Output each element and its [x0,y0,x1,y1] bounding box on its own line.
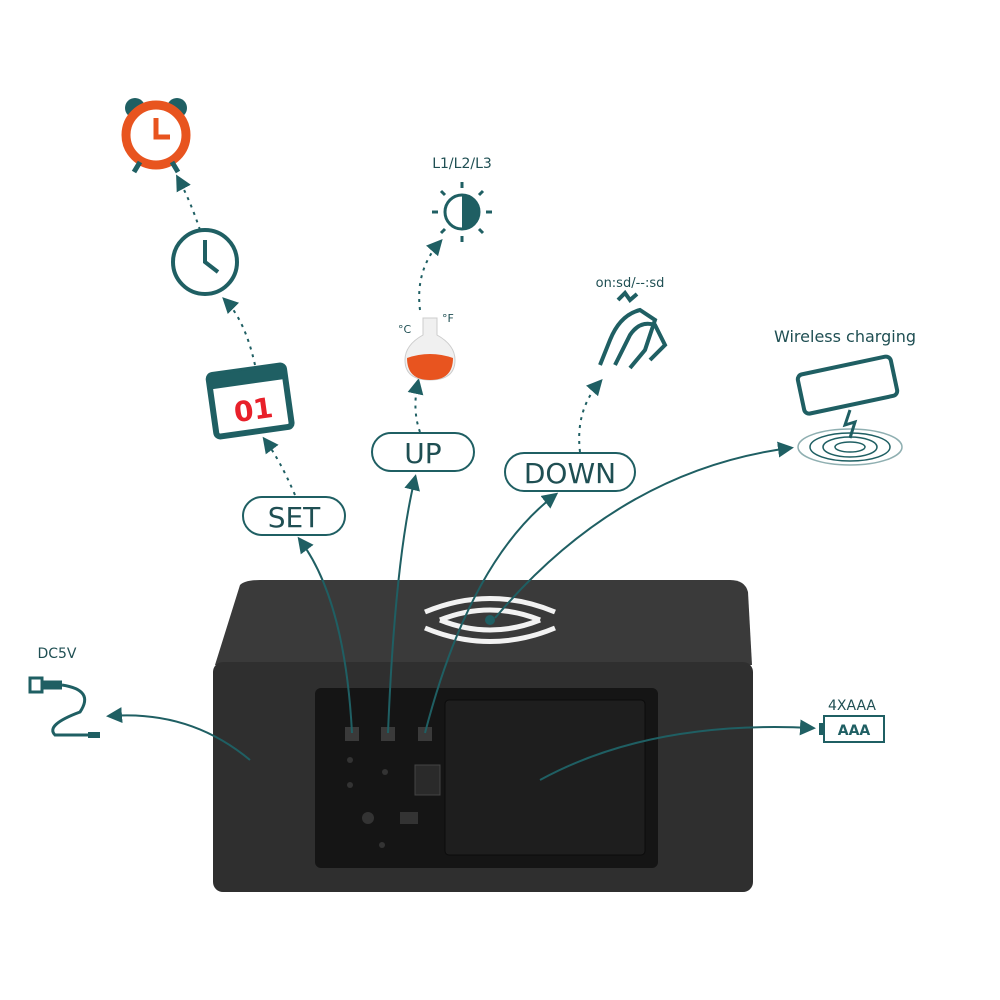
fahrenheit-label: °F [442,312,454,325]
down-label: DOWN [524,457,616,490]
calendar-icon: 01 [205,362,295,440]
down-button[interactable]: DOWN [504,452,636,492]
dc5v-label: DC5V [37,646,76,662]
set-button[interactable]: SET [242,496,346,536]
sound-control-label: on:sd/--:sd [596,276,665,291]
battery-count-label: 4XAAA [828,698,876,714]
set-label: SET [268,501,321,534]
alarm-clock-icon [121,98,191,174]
dotted-arrows [176,174,603,496]
top-charging-rings [424,596,556,644]
thermometer-flask-icon: °C °F [398,312,456,381]
up-key[interactable] [381,727,395,741]
down-key[interactable] [418,727,432,741]
brightness-icon [432,182,492,242]
phone-charging-icon [795,354,903,466]
up-label: UP [404,437,441,470]
up-button[interactable]: UP [371,432,475,472]
battery-icon: AAA [819,715,885,743]
clap-hands-icon [598,289,668,370]
usb-cable-icon [28,676,100,738]
date-text: 01 [232,391,275,429]
connector-lines [106,441,816,781]
brightness-levels-label: L1/L2/L3 [432,156,492,172]
celsius-label: °C [398,323,412,336]
power-port [362,812,374,824]
clock-icon [171,228,239,296]
set-key[interactable] [345,727,359,741]
wireless-charging-label: Wireless charging [774,327,916,346]
battery-cell-label: AAA [838,723,871,739]
